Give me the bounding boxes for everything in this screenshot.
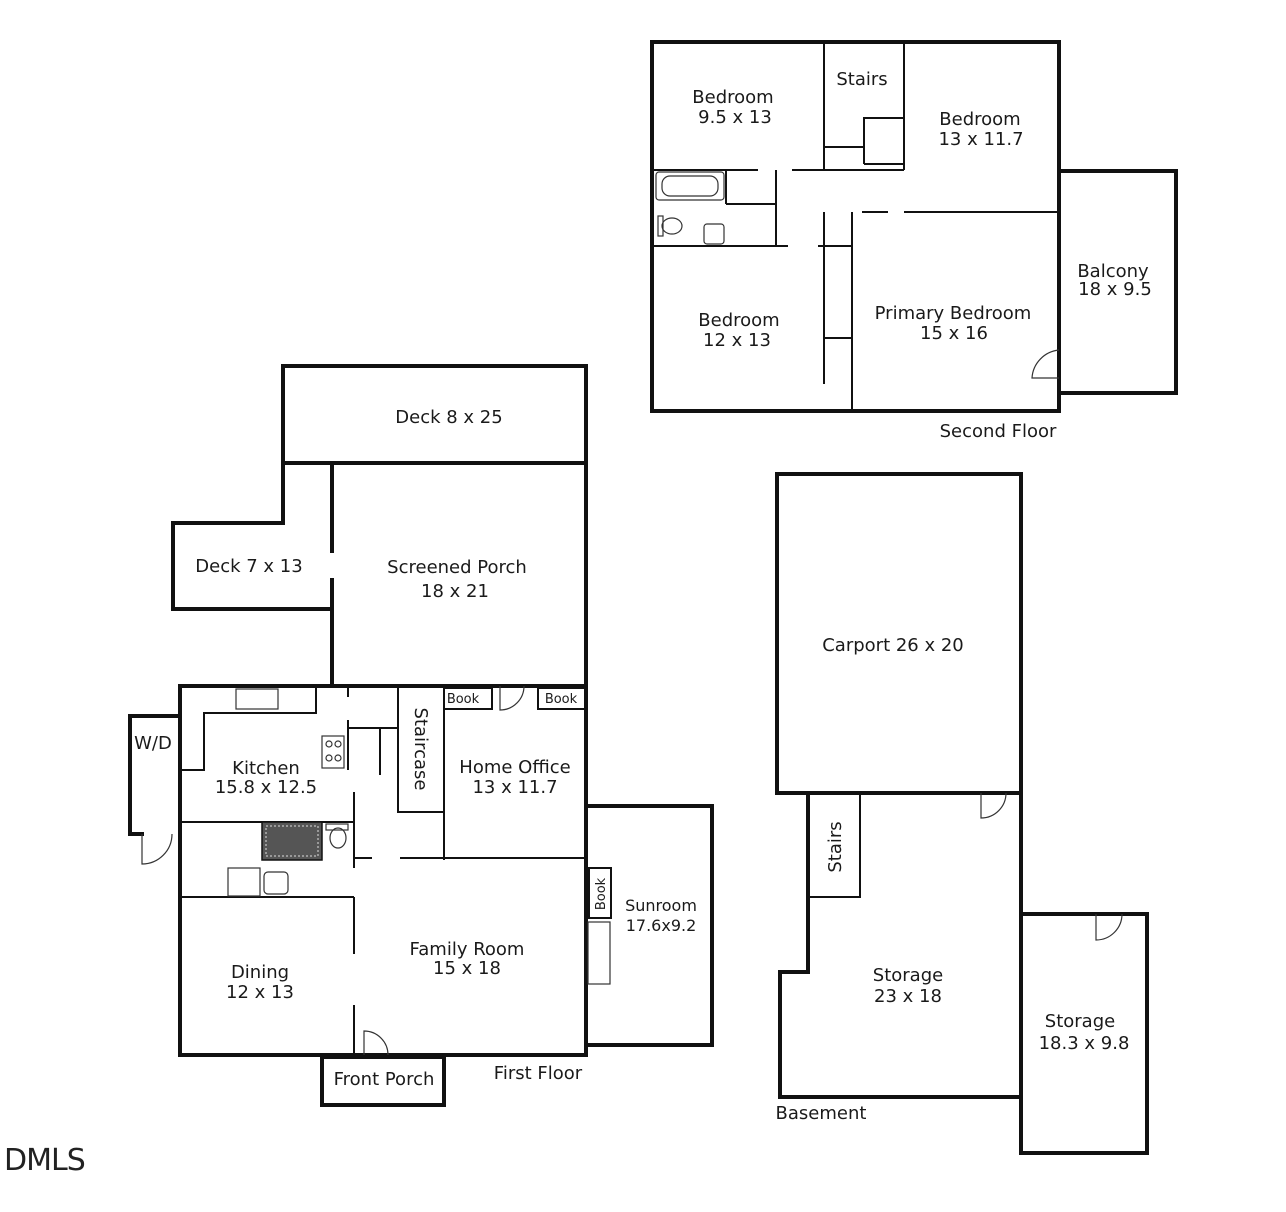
staircase-label: Staircase bbox=[410, 708, 431, 791]
kitchen-name: Kitchen bbox=[232, 758, 300, 779]
toilet-icon bbox=[661, 217, 683, 235]
second-floor-label: Second Floor bbox=[940, 421, 1057, 442]
family-room-name: Family Room bbox=[410, 939, 525, 960]
wd-label: W/D bbox=[134, 733, 172, 754]
balcony-size: 18 x 9.5 bbox=[1078, 279, 1152, 300]
book-label-1: Book bbox=[447, 692, 480, 707]
appliance-icon bbox=[227, 867, 261, 897]
storage-side-name: Storage bbox=[1045, 1011, 1115, 1032]
fireplace-icon bbox=[261, 821, 323, 861]
window-seat-icon bbox=[587, 921, 611, 985]
kitchen-size: 15.8 x 12.5 bbox=[215, 777, 317, 798]
bedroom-c-size: 12 x 13 bbox=[703, 330, 771, 351]
bathtub-icon bbox=[655, 171, 725, 201]
sunroom-name: Sunroom bbox=[625, 896, 697, 915]
sunroom-size: 17.6x9.2 bbox=[626, 916, 697, 935]
toilet-icon bbox=[329, 827, 347, 849]
storage-main-name: Storage bbox=[873, 965, 943, 986]
second-floor-plan: Bedroom 9.5 x 13 Stairs Bedroom 13 x 11.… bbox=[650, 40, 1178, 442]
screened-porch-size: 18 x 21 bbox=[421, 581, 489, 602]
primary-bedroom-size: 15 x 16 bbox=[920, 323, 988, 344]
dining-name: Dining bbox=[231, 962, 289, 983]
first-floor-label: First Floor bbox=[494, 1063, 583, 1084]
storage-side-size: 18.3 x 9.8 bbox=[1039, 1033, 1130, 1054]
bedroom-b-name: Bedroom bbox=[939, 109, 1020, 130]
bedroom-a-size: 9.5 x 13 bbox=[698, 107, 772, 128]
door-icon bbox=[1031, 349, 1060, 379]
family-room-size: 15 x 18 bbox=[433, 958, 501, 979]
deck-upper-label: Deck 8 x 25 bbox=[395, 407, 502, 428]
front-porch-label: Front Porch bbox=[334, 1069, 435, 1090]
basement-plan: Carport 26 x 20 Stairs Storage 23 x 18 S… bbox=[775, 472, 1149, 1155]
dining-size: 12 x 13 bbox=[226, 982, 294, 1003]
bedroom-c-name: Bedroom bbox=[698, 310, 779, 331]
sink-icon bbox=[263, 871, 289, 895]
balcony-name: Balcony bbox=[1077, 261, 1149, 282]
office-name: Home Office bbox=[459, 757, 570, 778]
stairs-basement-label: Stairs bbox=[825, 821, 846, 872]
door-icon bbox=[363, 1030, 389, 1056]
bedroom-a-name: Bedroom bbox=[692, 87, 773, 108]
kitchen-sink-icon bbox=[235, 688, 279, 710]
storage-main-size: 23 x 18 bbox=[874, 986, 942, 1007]
office-size: 13 x 11.7 bbox=[472, 777, 557, 798]
book-label-3: Book bbox=[594, 877, 609, 910]
sink-icon bbox=[703, 223, 725, 245]
door-icon bbox=[499, 685, 525, 711]
carport-label: Carport 26 x 20 bbox=[822, 635, 964, 656]
basement-label: Basement bbox=[776, 1103, 867, 1124]
door-icon bbox=[141, 833, 173, 865]
mls-watermark: DMLS bbox=[4, 1143, 85, 1178]
stove-icon bbox=[321, 735, 345, 769]
door-icon bbox=[1095, 913, 1123, 941]
stairs-upper-label: Stairs bbox=[836, 69, 887, 90]
door-icon bbox=[980, 792, 1007, 819]
screened-porch-name: Screened Porch bbox=[387, 557, 527, 578]
first-floor-plan: Deck 8 x 25 Deck 7 x 13 Screened Porch 1… bbox=[128, 364, 714, 1107]
deck-left-label: Deck 7 x 13 bbox=[195, 556, 302, 577]
primary-bedroom-name: Primary Bedroom bbox=[875, 303, 1032, 324]
book-label-2: Book bbox=[545, 692, 578, 707]
balcony-outline bbox=[1057, 169, 1178, 395]
bedroom-b-size: 13 x 11.7 bbox=[938, 129, 1023, 150]
